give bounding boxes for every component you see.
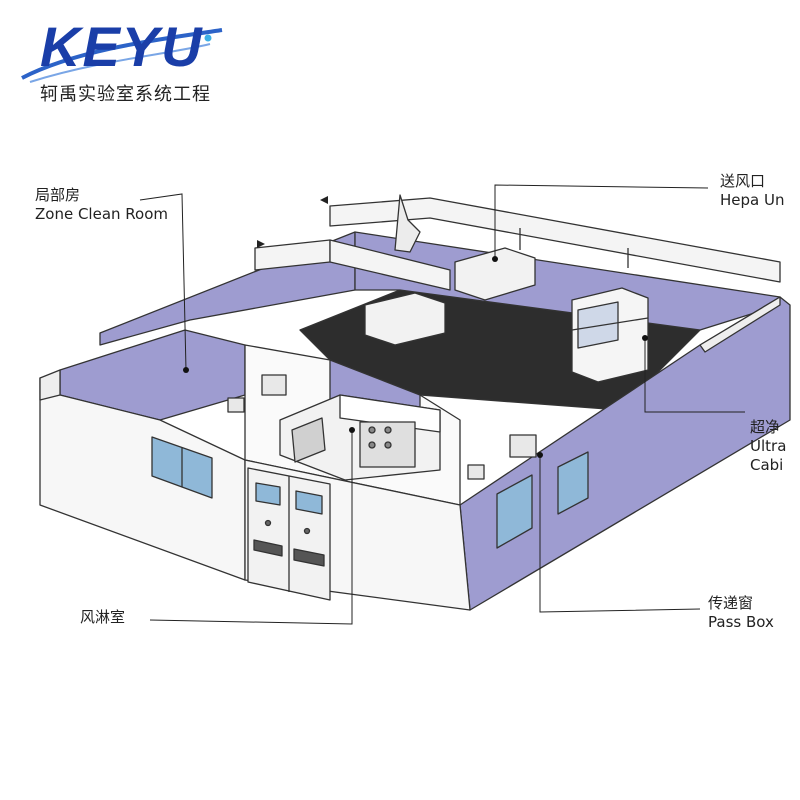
- label-ultra-en-1: Ultra: [750, 437, 787, 455]
- label-zone-zh: 局部房: [35, 186, 81, 204]
- label-ultra-zh: 超净: [750, 418, 781, 436]
- logo-text: KEYU: [40, 15, 204, 78]
- label-zone-en: Zone Clean Room: [35, 205, 169, 223]
- label-ultra-cabinet: 超净 Ultra Cabi: [750, 418, 786, 475]
- label-pass-box: 传递窗 Pass Box: [708, 594, 774, 632]
- label-pass-box-zh: 传递窗: [708, 594, 754, 612]
- window: [496, 474, 533, 549]
- label-hepa-en: Hepa Un: [720, 191, 785, 209]
- air-duct: [394, 194, 421, 253]
- label-hepa-zh: 送风口: [720, 172, 766, 190]
- pass-box: [261, 374, 287, 396]
- label-air-shower: 风淋室: [80, 608, 125, 627]
- air-duct: [329, 239, 451, 291]
- label-hepa-unit: 送风口 Hepa Un: [720, 172, 784, 210]
- label-air-shower-zh: 风淋室: [80, 608, 126, 626]
- label-pass-box-en: Pass Box: [708, 613, 774, 631]
- pass-box: [509, 434, 537, 458]
- window: [557, 451, 589, 515]
- company-name: 轲禹实验室系统工程: [40, 84, 211, 105]
- label-ultra-en-2: Cabi: [750, 456, 784, 474]
- label-zone-clean-room: 局部房 Zone Clean Room: [35, 186, 168, 224]
- air-duct: [329, 197, 781, 283]
- hepa-unit: [454, 247, 536, 301]
- hepa-unit: [364, 292, 446, 346]
